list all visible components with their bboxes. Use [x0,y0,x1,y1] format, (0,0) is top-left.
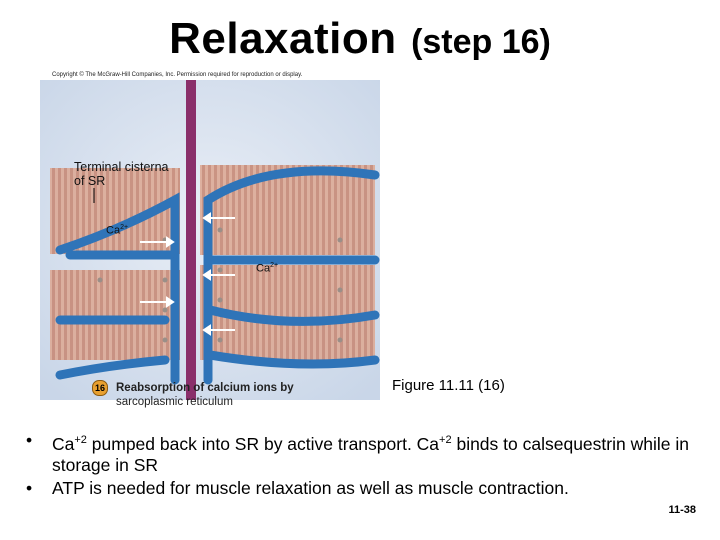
page-number: 11-38 [668,504,696,516]
muscle-relaxation-figure: Terminal cisterna of SR Ca2+ Ca2+ [40,80,380,400]
bullet-list: • Ca+2 pumped back into SR by active tra… [26,430,716,501]
ca-ion-label-2: Ca2+ [256,262,278,275]
bullet-text: Ca+2 pumped back into SR by active trans… [52,430,716,476]
terminal-cisterna-label: Terminal cisterna of SR [74,160,168,188]
ca-ion-label-1: Ca2+ [106,224,128,237]
bullet-item: • ATP is needed for muscle relaxation as… [26,478,716,499]
bullet-item: • Ca+2 pumped back into SR by active tra… [26,430,716,476]
slide-title: Relaxation (step 16) [0,14,720,64]
figure-reference: Figure 11.11 (16) [392,377,505,394]
step-number-badge: 16 [92,380,108,396]
title-main: Relaxation [169,14,397,63]
title-step: (step 16) [411,23,551,61]
bullet-dot: • [26,478,52,499]
copyright-notice: Copyright © The McGraw-Hill Companies, I… [52,72,302,78]
bullet-dot: • [26,430,52,476]
bullet-text: ATP is needed for muscle relaxation as w… [52,478,569,499]
figure-illustration [40,80,380,400]
t-tubule [186,80,196,400]
step-caption: Reabsorption of calcium ions by sarcopla… [116,381,294,409]
